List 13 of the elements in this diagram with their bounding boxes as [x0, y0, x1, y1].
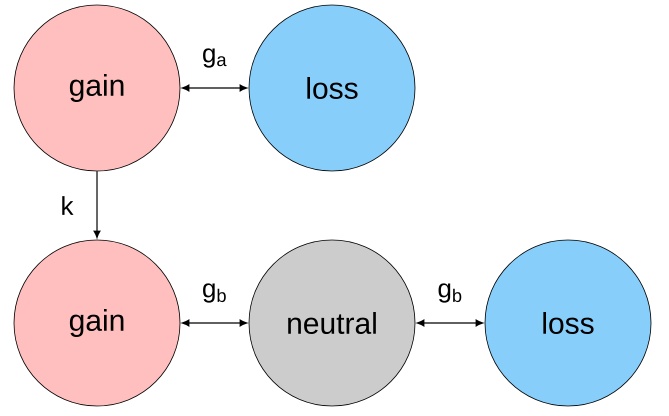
arrow [182, 320, 248, 326]
arrow [416, 320, 484, 326]
circle-node: gain [14, 240, 180, 406]
circle-node: gain [14, 4, 180, 172]
edge-label: g$_{b}$ [203, 283, 226, 303]
arrow [182, 84, 248, 92]
arrow [94, 171, 100, 238]
edge-label: g$_{b}$ [438, 283, 462, 303]
edge-label: g$_{a}$ [203, 48, 227, 68]
circle-node: neutral [248, 240, 416, 406]
edge-label: k [62, 196, 74, 215]
circle-node: loss [484, 240, 652, 406]
circle-node: loss [248, 4, 416, 172]
